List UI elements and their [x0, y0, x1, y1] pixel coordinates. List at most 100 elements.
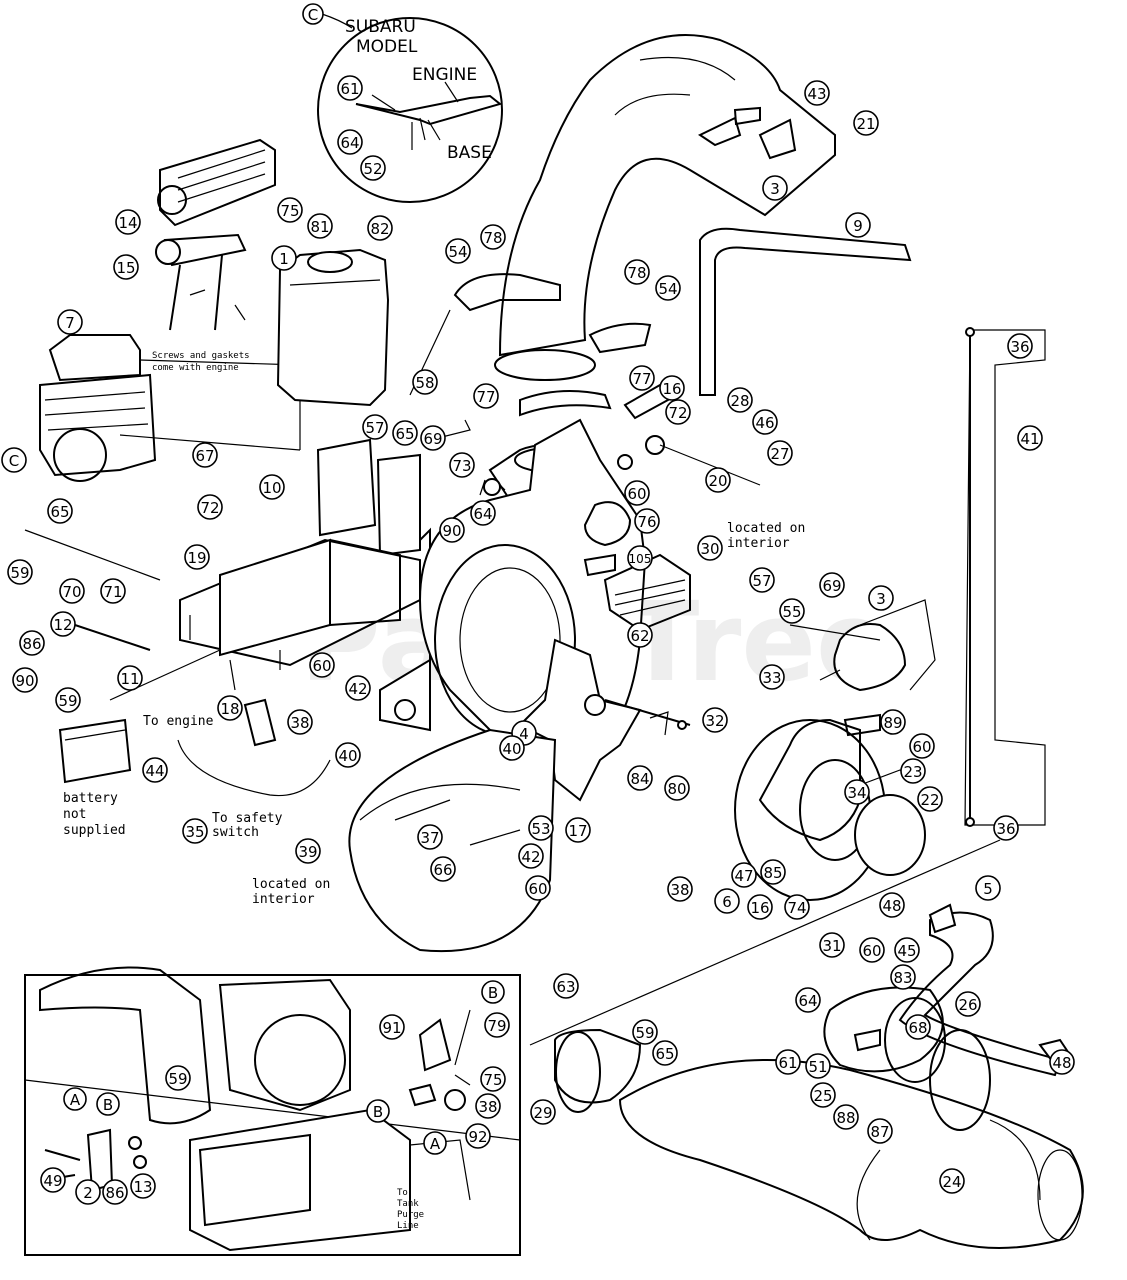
- callout-69: 69: [819, 572, 845, 598]
- callout-15: 15: [113, 254, 139, 280]
- callout-bubble: [115, 209, 141, 235]
- callout-label: 64: [798, 992, 817, 1010]
- callout-bubble: [12, 667, 38, 693]
- note-interior-bottom-2: interior: [252, 892, 315, 907]
- callout-bubble: [917, 786, 943, 812]
- callout-bubble: [309, 652, 335, 678]
- callout-54: 54: [655, 275, 681, 301]
- callout-bubble: [113, 254, 139, 280]
- muffler-assembly: Screws and gaskets come with engine: [152, 138, 276, 373]
- callout-label: A: [70, 1091, 81, 1109]
- callout-bubble: [271, 245, 297, 271]
- callout-35: 35: [182, 818, 208, 844]
- callout-bubble: [804, 80, 830, 106]
- callout-bubble: [379, 1014, 405, 1040]
- callout-label: 40: [338, 747, 357, 765]
- callout-label: 15: [116, 259, 135, 277]
- callout-bubble: [259, 474, 285, 500]
- inset-circle: [317, 17, 503, 203]
- callout-label: B: [488, 984, 498, 1002]
- callout-bubble: [480, 224, 506, 250]
- callout-label: 31: [822, 937, 841, 955]
- callout-24: 24: [939, 1168, 965, 1194]
- callout-30: 30: [697, 535, 723, 561]
- callout-bubble: [993, 815, 1019, 841]
- callout-bubble: [423, 1131, 447, 1155]
- chute-ring: [494, 349, 596, 381]
- callout-label: 72: [200, 499, 219, 517]
- callout-label: 30: [700, 540, 719, 558]
- callout-32: 32: [702, 707, 728, 733]
- callout-65: 65: [652, 1040, 678, 1066]
- callout-label: 16: [750, 899, 769, 917]
- callout-label: 79: [487, 1017, 506, 1035]
- callout-label: 18: [220, 700, 239, 718]
- callout-42: 42: [518, 843, 544, 869]
- callout-label: 34: [847, 784, 866, 802]
- callout-bubble: [499, 735, 525, 761]
- callout-label: 90: [15, 672, 34, 690]
- callout-bubble: [652, 1040, 678, 1066]
- deflector-rod: [699, 227, 912, 396]
- callout-label: 88: [836, 1109, 855, 1127]
- callout-bubble: [197, 494, 223, 520]
- callout-label: 38: [290, 714, 309, 732]
- callout-label: 28: [730, 392, 749, 410]
- note-to-engine: To engine: [143, 714, 214, 729]
- callout-label: 57: [365, 419, 384, 437]
- fuel-cap: [307, 251, 353, 273]
- callout-78: 78: [480, 224, 506, 250]
- decal-18: [243, 698, 277, 747]
- callout-7: 7: [57, 309, 83, 335]
- callout-bubble: [890, 964, 916, 990]
- callout-label: 55: [782, 603, 801, 621]
- callout-48: 48: [1049, 1049, 1075, 1075]
- callout-bubble: [130, 1173, 156, 1199]
- note-battery-2: not: [63, 807, 86, 822]
- callout-bubble: [362, 414, 388, 440]
- callout-label: 60: [627, 485, 646, 503]
- callout-bubble: [627, 545, 653, 571]
- callout-label: 42: [521, 848, 540, 866]
- callout-bubble: [975, 875, 1001, 901]
- callout-19: 19: [184, 544, 210, 570]
- callout-label: 81: [310, 218, 329, 236]
- callout-label: 24: [942, 1173, 961, 1191]
- callout-label: 60: [862, 942, 881, 960]
- callout-label: 35: [185, 823, 204, 841]
- lower-housing: located on interior located on interior: [252, 521, 805, 953]
- callout-bubble: [100, 578, 126, 604]
- callout-bubble: [702, 707, 728, 733]
- callout-label: 13: [133, 1178, 152, 1196]
- callout-bubble: [697, 535, 723, 561]
- callout-label: 60: [528, 880, 547, 898]
- callout-27: 27: [767, 440, 793, 466]
- engine-block: [39, 373, 157, 477]
- inset-base-label: BASE: [447, 143, 492, 163]
- callout-bubble: [810, 1082, 836, 1108]
- cutoff-plate: [603, 553, 691, 632]
- callout-label: 37: [420, 829, 439, 847]
- callout-41: 41: [1017, 425, 1043, 451]
- callout-label: 41: [1020, 430, 1039, 448]
- callout-label: 74: [787, 899, 806, 917]
- callout-label: 32: [705, 712, 724, 730]
- callout-label: 52: [363, 160, 382, 178]
- callout-42: 42: [345, 675, 371, 701]
- callout-bubble: [40, 1167, 66, 1193]
- callout-bubble: [182, 818, 208, 844]
- callout-bubble: [868, 585, 894, 611]
- callout-bubble: [470, 500, 496, 526]
- callout-bubble: [784, 894, 810, 920]
- callout-bubble: [277, 197, 303, 223]
- callout-A: A: [63, 1087, 87, 1111]
- callout-label: 1: [279, 250, 289, 268]
- callout-label: 54: [658, 280, 677, 298]
- callout-bubble: [192, 442, 218, 468]
- callout-bubble: [530, 1099, 556, 1125]
- callout-label: 20: [708, 472, 727, 490]
- callout-bubble: [528, 815, 554, 841]
- callout-bubble: [747, 894, 773, 920]
- callout-bubble: [819, 932, 845, 958]
- callout-label: 22: [920, 791, 939, 809]
